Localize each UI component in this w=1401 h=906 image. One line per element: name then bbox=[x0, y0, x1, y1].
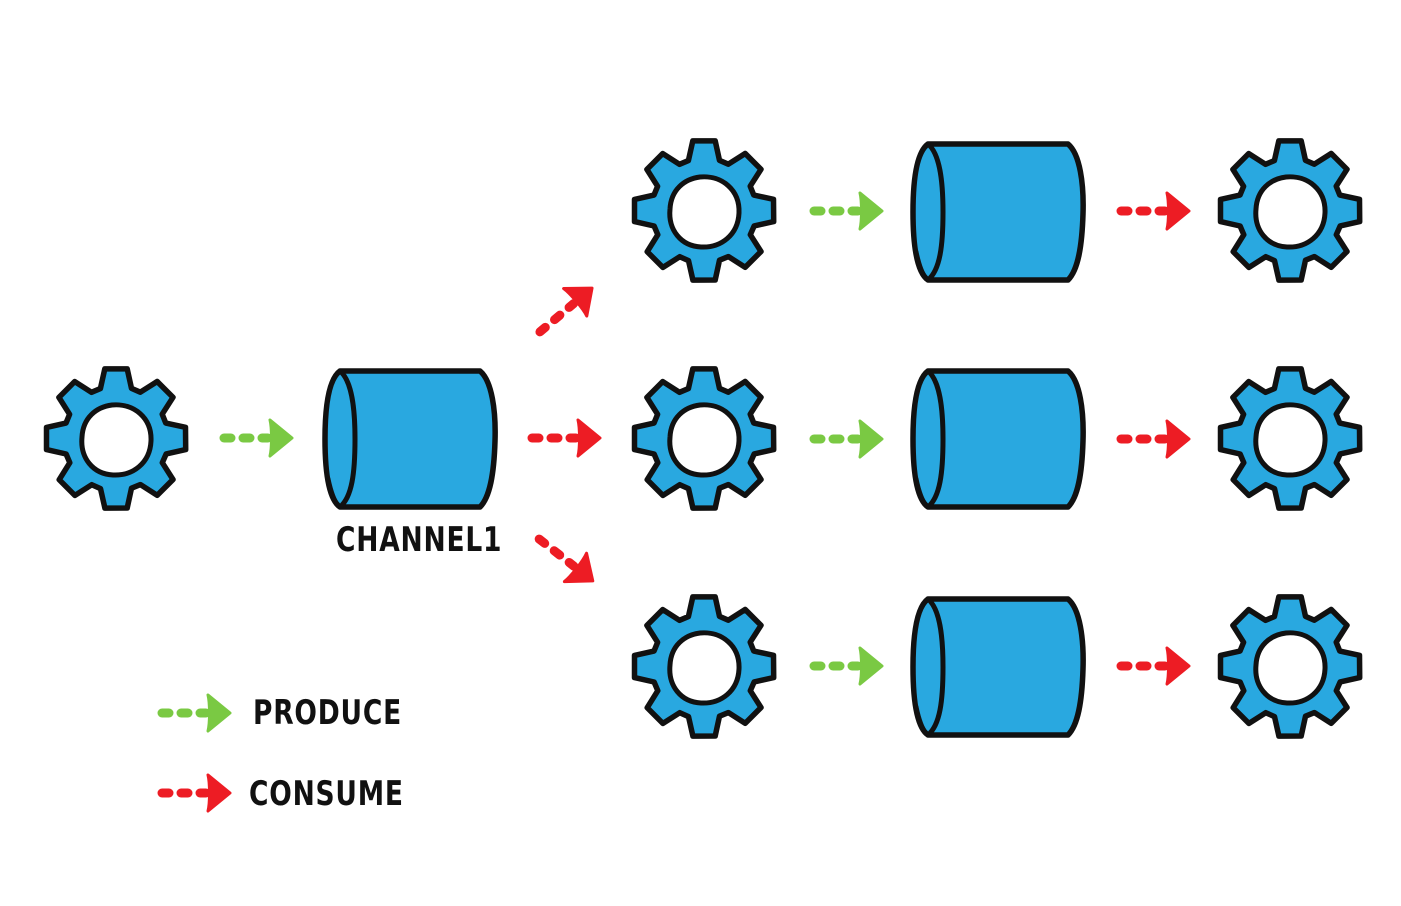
channel1-label: CHANNEL1 bbox=[336, 520, 503, 560]
consume-arrow-icon bbox=[1121, 193, 1189, 229]
channel-cylinder-icon bbox=[913, 371, 1083, 507]
consume-arrow-icon bbox=[1121, 648, 1189, 684]
consumer-gear-icon bbox=[1221, 597, 1360, 736]
consume-arrow-icon bbox=[528, 274, 603, 345]
channel-cylinder-icon bbox=[913, 599, 1083, 735]
produce-arrow-icon bbox=[814, 421, 882, 457]
legend-consume-arrow-icon bbox=[162, 775, 230, 811]
produce-arrow-icon bbox=[814, 648, 882, 684]
consume-arrow-icon bbox=[1121, 421, 1189, 457]
worker-gear-icon bbox=[635, 369, 774, 508]
consume-arrow-icon bbox=[532, 420, 600, 456]
legend-consume-label: CONSUME bbox=[249, 774, 404, 814]
worker-gear-icon bbox=[635, 597, 774, 736]
produce-arrow-icon bbox=[814, 193, 882, 229]
legend-produce-arrow-icon bbox=[162, 695, 230, 731]
consume-arrow-icon bbox=[528, 525, 604, 595]
legend-produce-label: PRODUCE bbox=[253, 693, 402, 733]
produce-arrow-icon bbox=[224, 420, 292, 456]
channel-cylinder-icon bbox=[913, 144, 1083, 280]
consumer-gear-icon bbox=[1221, 369, 1360, 508]
worker-gear-icon bbox=[635, 141, 774, 280]
producer-gear-icon bbox=[47, 369, 186, 508]
channel1-cylinder-icon bbox=[325, 371, 495, 507]
consumer-gear-icon bbox=[1221, 141, 1360, 280]
